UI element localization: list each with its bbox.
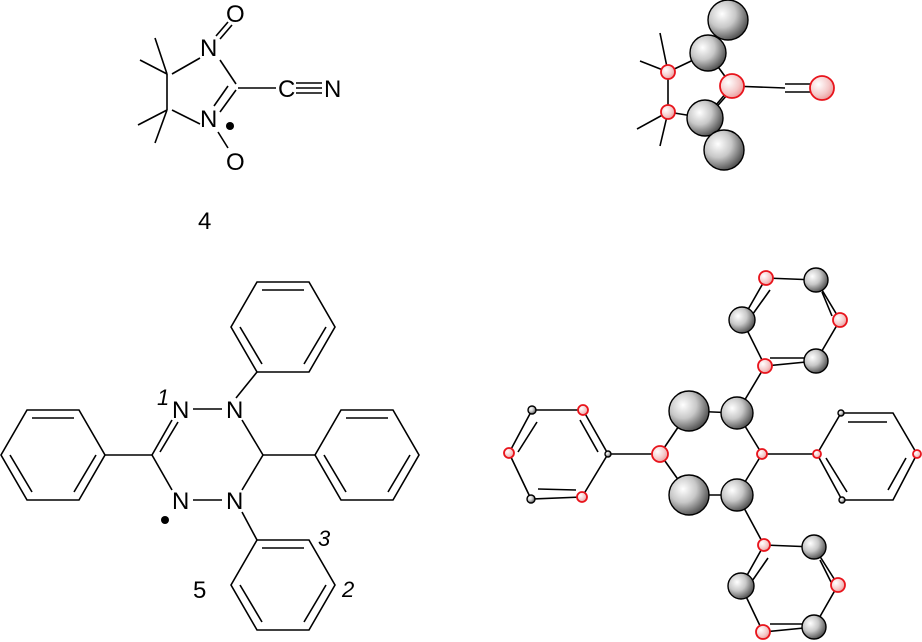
negative-spin-sphere bbox=[577, 404, 589, 416]
negative-spin-sphere bbox=[756, 448, 768, 460]
position-label-1: 1 bbox=[157, 385, 169, 410]
positive-spin-sphere bbox=[728, 306, 756, 334]
position-label-2: 2 bbox=[341, 577, 354, 602]
phenyl-ring bbox=[314, 409, 420, 501]
positive-spin-sphere bbox=[668, 474, 710, 516]
negative-spin-sphere bbox=[758, 270, 774, 286]
positive-spin-sphere bbox=[686, 99, 724, 137]
positive-spin-sphere bbox=[727, 572, 755, 600]
atom-n: N bbox=[226, 488, 243, 515]
positive-spin-sphere bbox=[803, 267, 829, 293]
phenyl-ring bbox=[230, 539, 336, 631]
phenyl-ring bbox=[230, 281, 336, 373]
negative-spin-sphere bbox=[912, 449, 922, 459]
position-label-3: 3 bbox=[318, 526, 331, 551]
atom-c: C bbox=[278, 76, 295, 103]
positive-spin-sphere bbox=[720, 478, 754, 512]
positive-spin-sphere bbox=[707, 0, 749, 41]
positive-spin-sphere bbox=[526, 494, 536, 504]
atom-n: N bbox=[172, 488, 189, 515]
atom-n: N bbox=[172, 397, 189, 424]
positive-spin-sphere bbox=[527, 405, 537, 415]
compound-4-structure: N O N O C N 4 bbox=[137, 1, 341, 235]
positive-spin-sphere bbox=[837, 409, 845, 417]
negative-spin-sphere bbox=[757, 538, 771, 552]
atom-n: N bbox=[226, 397, 243, 424]
negative-spin-sphere bbox=[830, 577, 846, 593]
radical-dot bbox=[226, 122, 234, 130]
positive-spin-sphere bbox=[801, 614, 827, 640]
positive-spin-sphere bbox=[604, 450, 612, 458]
negative-spin-sphere bbox=[757, 358, 773, 374]
positive-spin-sphere bbox=[689, 34, 727, 72]
negative-spin-sphere bbox=[576, 491, 588, 503]
positive-spin-sphere bbox=[803, 348, 829, 374]
compound-5-structure: N N N N 1 3 2 5 bbox=[0, 281, 420, 631]
atom-o: O bbox=[226, 149, 245, 176]
negative-spin-sphere bbox=[812, 449, 822, 459]
radical-dot bbox=[161, 516, 169, 524]
atom-n: N bbox=[200, 106, 217, 133]
atom-n: N bbox=[324, 76, 341, 103]
negative-spin-sphere bbox=[809, 75, 835, 101]
negative-spin-sphere bbox=[651, 445, 669, 463]
spin-density-5-bonds bbox=[508, 277, 918, 633]
negative-spin-sphere bbox=[832, 312, 848, 328]
phenyl-ring bbox=[0, 409, 106, 501]
positive-spin-sphere bbox=[720, 396, 754, 430]
compound-label: 4 bbox=[198, 208, 211, 235]
positive-spin-sphere bbox=[668, 390, 710, 432]
negative-spin-sphere bbox=[660, 64, 676, 80]
compound-label: 5 bbox=[193, 577, 206, 604]
negative-spin-sphere bbox=[755, 624, 771, 640]
positive-spin-sphere bbox=[703, 129, 745, 171]
negative-spin-sphere bbox=[503, 447, 515, 459]
atom-n: N bbox=[200, 35, 217, 62]
positive-spin-sphere bbox=[838, 496, 846, 504]
negative-spin-sphere bbox=[660, 104, 676, 120]
atom-o: O bbox=[226, 1, 245, 28]
positive-spin-sphere bbox=[801, 534, 827, 560]
negative-spin-sphere bbox=[719, 73, 745, 99]
spin-density-spheres bbox=[503, 0, 922, 640]
